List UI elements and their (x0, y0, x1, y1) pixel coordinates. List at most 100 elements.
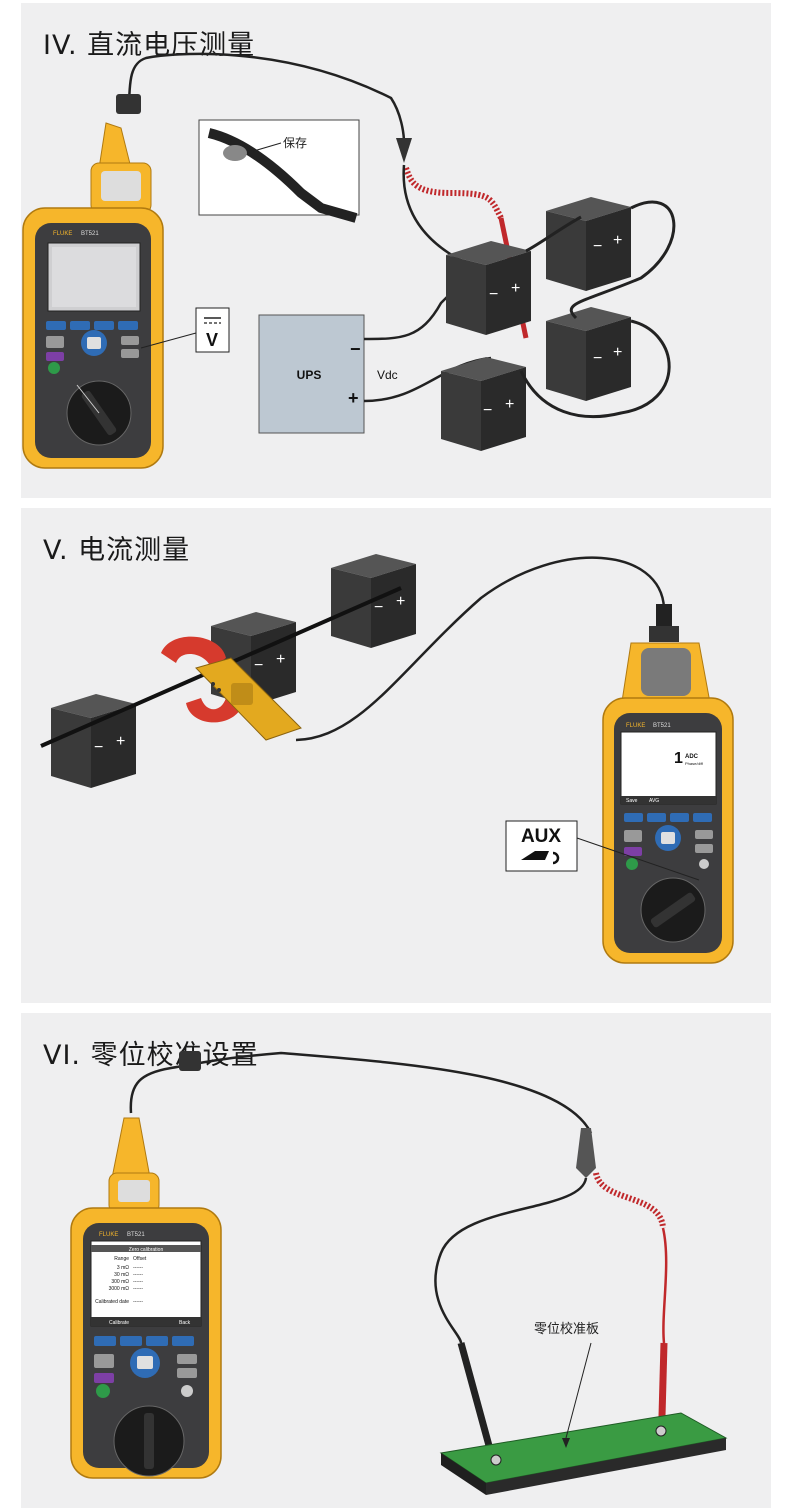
screen-row-value: ------ (133, 1286, 143, 1292)
screen-hdr-range: Range (114, 1256, 129, 1262)
range-button[interactable] (695, 830, 713, 839)
vdc-label: Vdc (377, 368, 398, 382)
svg-text:+: + (116, 733, 125, 750)
section-title: V. 电流测量 (43, 535, 191, 566)
ups-plus: + (348, 388, 359, 408)
section-zero-calibration: VI. 零位校准设置 零位校准板 FLUKE BT521 (21, 1013, 771, 1508)
section-current: V. 电流测量 − + − + − + (21, 508, 771, 1003)
f4-button[interactable] (693, 813, 712, 822)
screen-row-value: ------ (133, 1272, 143, 1278)
battery: − + (441, 357, 526, 451)
svg-text:−: − (94, 739, 103, 756)
screen-row-range: 300 mΩ (111, 1279, 129, 1285)
svg-text:+: + (276, 651, 285, 668)
f1-button[interactable] (94, 1336, 116, 1346)
screen-row-range: 30 mΩ (114, 1272, 129, 1278)
setup-button[interactable] (121, 349, 139, 358)
power-button[interactable] (48, 362, 60, 374)
svg-text:+: + (511, 280, 520, 297)
svg-text:−: − (489, 286, 498, 303)
svg-text:V: V (206, 330, 218, 350)
dc-voltage-diagram: FLUKE BT521 V (22, 52, 676, 469)
svg-text:+: + (613, 232, 622, 249)
menu-button[interactable] (94, 1354, 114, 1368)
hold-button[interactable] (624, 847, 642, 856)
battery-analyzer: FLUKE BT521 1 ADC Phase/diff Save AVG (602, 642, 734, 964)
svg-text:+: + (613, 344, 622, 361)
setup-button[interactable] (177, 1368, 197, 1378)
f1-button[interactable] (46, 321, 66, 330)
f4-button[interactable] (172, 1336, 194, 1346)
cable-ferrite (179, 1051, 201, 1071)
model-label: BT521 (81, 231, 99, 237)
screen-sub: Phase/diff (685, 761, 704, 766)
screen-title: Zero calibration (129, 1247, 164, 1253)
zero-calibration-diagram: 零位校准板 FLUKE BT521 Zero calibration Range… (70, 1051, 728, 1495)
ups-minus: − (350, 339, 361, 359)
f2-button[interactable] (120, 1336, 142, 1346)
menu-button[interactable] (624, 830, 642, 842)
battery-analyzer: FLUKE BT521 Zero calibration Range Offse… (70, 1117, 222, 1479)
save-callout-label: 保存 (283, 136, 307, 150)
svg-text:+: + (505, 396, 514, 413)
menu-button[interactable] (46, 336, 64, 348)
brand-label: FLUKE (53, 231, 72, 237)
screen-cal-date-label: Calibrated date (95, 1299, 129, 1305)
screen-unit: ADC (685, 754, 699, 760)
screen-row-range: 3000 mΩ (109, 1286, 130, 1292)
brand-label: FLUKE (99, 1232, 118, 1238)
cable-ferrite (116, 94, 141, 114)
section-dc-voltage: IV. 直流电压测量 FLUKE BT521 (21, 3, 771, 498)
f1-button[interactable] (624, 813, 643, 822)
ups-label: UPS (297, 368, 322, 382)
f3-button[interactable] (146, 1336, 168, 1346)
screen-row-range: 3 mΩ (117, 1265, 129, 1271)
hold-button[interactable] (94, 1373, 114, 1383)
battery: − + (546, 197, 631, 291)
f3-button[interactable] (670, 813, 689, 822)
svg-text:−: − (593, 238, 602, 255)
clamp-icon (521, 851, 549, 860)
screen-tab-avg[interactable]: AVG (649, 798, 659, 804)
vdc-selector-callout (195, 307, 230, 353)
ups-box (258, 314, 365, 434)
screen-row-value: ------ (133, 1265, 143, 1271)
battery: − + (446, 241, 531, 335)
svg-text:−: − (374, 599, 383, 616)
svg-text:−: − (483, 402, 492, 419)
aux-selector-callout (505, 820, 578, 872)
f2-button[interactable] (647, 813, 666, 822)
f4-button[interactable] (118, 321, 138, 330)
battery-group: − + − + − + − + (441, 197, 631, 451)
range-button[interactable] (177, 1354, 197, 1364)
alligator-clip (396, 138, 412, 163)
current-clamp (161, 636, 302, 741)
meter-screen (90, 1240, 202, 1327)
svg-text:−: − (593, 350, 602, 367)
section-title: IV. 直流电压测量 (43, 30, 256, 61)
meter-screen (620, 731, 717, 805)
power-button[interactable] (96, 1384, 110, 1398)
aux-label: AUX (521, 826, 561, 847)
range-button[interactable] (121, 336, 139, 345)
battery-analyzer: FLUKE BT521 (22, 122, 164, 469)
power-button[interactable] (626, 858, 638, 870)
f2-button[interactable] (70, 321, 90, 330)
screen-hdr-offset: Offset (133, 1256, 147, 1262)
zero-board-label: 零位校准板 (534, 1321, 599, 1337)
hold-button[interactable] (46, 352, 64, 361)
svg-text:−: − (254, 657, 263, 674)
alligator-clip (576, 1128, 596, 1178)
f3-button[interactable] (94, 321, 114, 330)
calibrate-softkey[interactable]: Calibrate (109, 1320, 129, 1326)
screen-row-value: ------ (133, 1279, 143, 1285)
battery: − + (546, 307, 631, 401)
model-label: BT521 (653, 723, 671, 729)
back-softkey[interactable]: Back (179, 1320, 191, 1326)
setup-button[interactable] (695, 844, 713, 853)
brand-label: FLUKE (626, 723, 645, 729)
screen-cal-date-value: ------ (133, 1299, 143, 1305)
model-label: BT521 (127, 1232, 145, 1238)
current-diagram: − + − + − + (40, 554, 734, 964)
screen-tab-save[interactable]: Save (626, 798, 638, 804)
